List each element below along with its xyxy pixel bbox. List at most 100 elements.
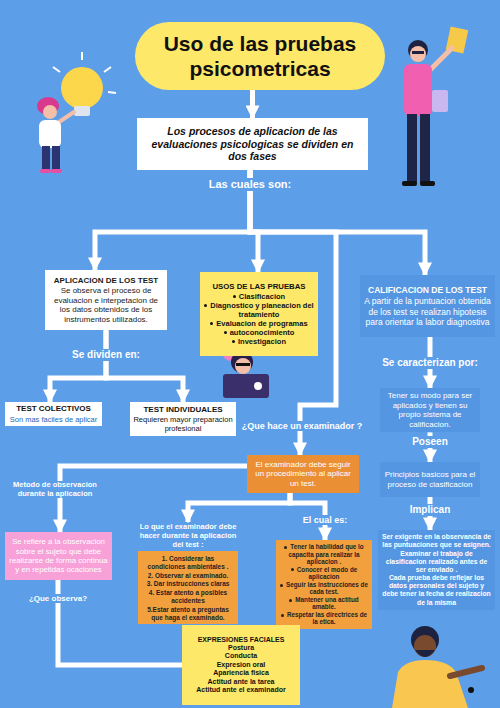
scoring-box: CALIFICACION DE LOS TESTA partir de la p… [360, 275, 495, 337]
type-box: TEST COLECTIVOSSon mas faciles de aplica… [5, 402, 102, 426]
beard [415, 650, 435, 657]
bulb-ray [104, 67, 111, 72]
hand-icon [254, 382, 262, 390]
node-text: Se observa el proceso de evaluacion e in… [49, 286, 163, 324]
connector-line [95, 170, 250, 270]
examiner-box: El examinador debe seguir un procedimien… [247, 455, 359, 493]
node-text: Los procesos de aplicacion de las evalua… [143, 125, 362, 163]
skills-box: Tener la habilidad que lo capacita para … [276, 540, 372, 629]
head [414, 635, 436, 657]
laptop-person [223, 349, 269, 398]
node-text: Cada prueba debe reflejar los datos pers… [381, 574, 492, 607]
laptop [223, 374, 269, 398]
leg [420, 114, 430, 182]
connector-line [290, 493, 325, 540]
node-text: Tener la habilidad que lo capacita para … [280, 543, 368, 566]
node-text: Diagnostico y planeacion del tratamiento [204, 301, 314, 319]
node-text: Conocer el modo de aplicacion [280, 566, 368, 581]
node-text: Actitud ante la tarea [186, 678, 296, 686]
node-text: Actitud ante el examinador [186, 686, 296, 694]
connector-label: Metodo de observacion durante la aplicac… [5, 481, 105, 498]
connector-line [250, 170, 425, 275]
node-text: Evaluacion de programas [204, 319, 314, 328]
type-box: TEST INDIVIDUALESRequieren mayor prepara… [130, 402, 236, 436]
clipboard [432, 90, 448, 112]
arm [450, 668, 482, 676]
node-text: Apariencia fisica [186, 669, 296, 677]
leg [52, 146, 60, 170]
connector-line [106, 330, 183, 402]
node-text: Examinar el trabajo de clasificacion rea… [381, 550, 492, 574]
intro-box: Los procesos de aplicacion de las evalua… [137, 118, 368, 170]
shoe [402, 181, 417, 186]
node-text: Tener su modo para ser aplicados y tiene… [384, 391, 476, 429]
node-text: Expresion oral [186, 661, 296, 669]
connector-line [428, 337, 433, 388]
node-text: 2. Observar al examinado. [142, 572, 234, 580]
node-text: Investigacion [204, 337, 314, 346]
paper-person [402, 26, 468, 186]
node-heading: CALIFICACION DE LOS TEST [364, 285, 491, 295]
pointing-person [392, 626, 482, 708]
lightbulb [61, 67, 103, 109]
leg [42, 146, 50, 170]
connector-line [188, 493, 290, 522]
node-text: Seguir las instrucciones de cada test. [280, 581, 368, 596]
node-text: 1. Considerar las condiciones ambientale… [142, 555, 234, 571]
torso [39, 120, 61, 148]
node-heading: APLICACION DE LOS TEST [49, 276, 163, 286]
node-text: Se refiere a la observacion sobre el suj… [9, 537, 108, 574]
torso [404, 64, 432, 116]
node-text: Principios basicos para el proceso de cl… [384, 470, 476, 489]
connector-line [250, 90, 255, 118]
bulb-ray [53, 67, 60, 72]
list-body: 1. Considerar las condiciones ambientale… [138, 551, 238, 624]
node-text: Requieren mayor preparacion profesional [133, 415, 233, 433]
observation-box: Se refiere a la observacion sobre el suj… [5, 532, 112, 580]
connector-line [428, 432, 433, 462]
torso [392, 660, 468, 708]
trait-box: Tener su modo para ser aplicados y tiene… [380, 388, 480, 432]
node-text: Son mas faciles de aplicar [8, 415, 99, 424]
bulb-base [74, 106, 90, 116]
shoe [51, 169, 62, 173]
connector-line [428, 497, 433, 530]
node-text: EXPRESIONES FACIALES [186, 636, 296, 644]
leg [407, 114, 417, 182]
node-text: 5.Estar atento a preguntas que haga el e… [142, 606, 234, 622]
node-text: Uso de las pruebas psicometricas [145, 31, 375, 81]
bulb-ray [81, 52, 83, 60]
shoe [40, 169, 51, 173]
arm [430, 48, 452, 70]
principle-box: Principios basicos para el proceso de cl… [380, 462, 480, 497]
bulb-person [37, 52, 116, 173]
steps-box: Lo que el examinador debe hacer durante … [134, 522, 242, 624]
head [410, 46, 426, 62]
node-text: Postura [186, 644, 296, 652]
title-pill: Uso de las pruebas psicometricas [135, 22, 385, 90]
glasses [236, 363, 250, 366]
connector-line [50, 330, 106, 402]
node-text: El examinador debe seguir un procedimien… [251, 460, 355, 489]
glasses [412, 51, 424, 54]
node-text: Clasificacion [204, 292, 314, 301]
shoe [420, 181, 435, 186]
node-text: autoconocimiento [204, 328, 314, 337]
node-heading: TEST INDIVIDUALES [133, 405, 233, 415]
node-text: Mantener una actitud amable. [280, 596, 368, 611]
implication-box: Ser exigente en la observancia de las pu… [378, 530, 495, 610]
node-text: A partir de la puntuacion obtenida de lo… [364, 296, 491, 327]
uses-box: USOS DE LAS PRUEBASClasificacionDiagnost… [200, 272, 318, 356]
observed-box: EXPRESIONES FACIALESPosturaConductaExpre… [182, 625, 300, 705]
head [43, 105, 57, 119]
node-text: Conducta [186, 652, 296, 660]
dot [468, 687, 474, 693]
bulb-ray [108, 92, 116, 93]
node-heading: Lo que el examinador debe hacer durante … [134, 522, 242, 549]
node-text: 3. Dar instrucciones claras [142, 580, 234, 588]
process-box: APLICACION DE LOS TESTSe observa el proc… [45, 270, 167, 330]
node-heading: TEST COLECTIVOS [8, 404, 99, 414]
head [235, 358, 251, 374]
